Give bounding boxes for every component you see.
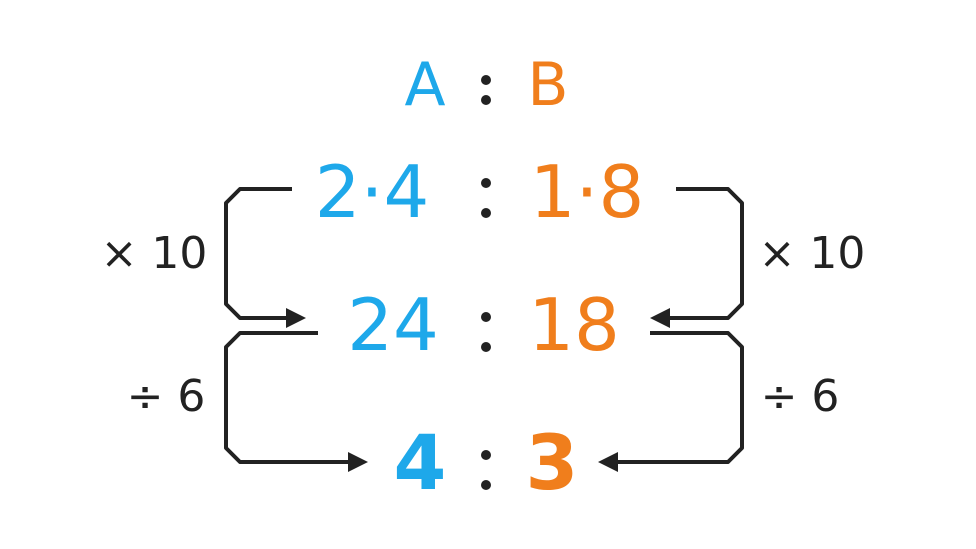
label-b: B	[527, 50, 569, 120]
arrow-right-times-ten	[650, 187, 744, 328]
op-right-divide-six: ÷ 6	[760, 371, 840, 422]
row1-b-value: 1·8	[529, 150, 645, 234]
row3-colon	[481, 450, 491, 490]
label-a: A	[404, 50, 446, 120]
arrow-left-times-ten	[224, 187, 306, 328]
arrow-left-divide-six	[224, 331, 368, 472]
row3-a-value: 4	[393, 418, 447, 507]
row2-colon	[481, 312, 491, 352]
op-left-divide-six: ÷ 6	[126, 371, 206, 422]
row1-a-value: 2·4	[314, 150, 430, 234]
op-right-times-ten: × 10	[758, 228, 866, 279]
header-colon	[481, 75, 491, 105]
op-left-times-ten: × 10	[100, 228, 208, 279]
arrow-right-divide-six	[598, 331, 744, 472]
row3-b-value: 3	[525, 418, 579, 507]
row2-a-value: 24	[347, 283, 439, 367]
row2-b-value: 18	[528, 283, 620, 367]
row1-colon	[481, 178, 491, 218]
